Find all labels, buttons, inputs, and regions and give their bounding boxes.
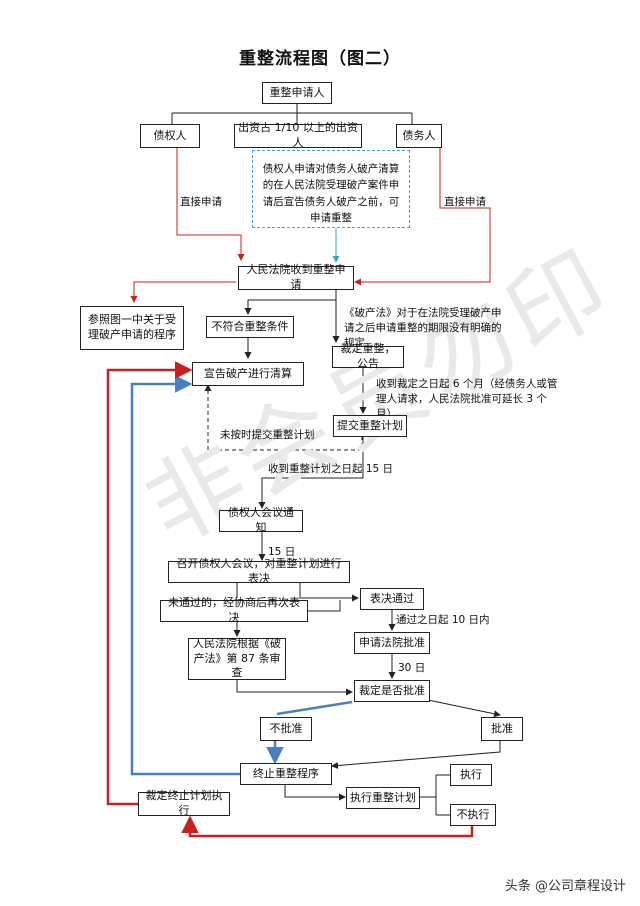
fifteen-days-label: 15 日: [268, 546, 296, 558]
node-debtor: 债务人: [396, 124, 442, 148]
node-court-review: 人民法院根据《破产法》第 87 条审查: [188, 637, 286, 680]
node-vote-passed: 表决通过: [360, 588, 424, 610]
investor-note: 债权人申请对债务人破产清算的在人民法院受理破产案件申请后宣告债务人破产之前，可申…: [252, 150, 410, 228]
ten-days-label: 通过之日起 10 日内: [396, 614, 490, 626]
direct-apply-right-label: 直接申请: [444, 196, 486, 208]
node-reject: 不批准: [260, 717, 312, 741]
node-approve: 批准: [481, 717, 523, 741]
node-creditor-notice: 债权人会议通知: [219, 506, 303, 534]
node-creditor: 债权人: [140, 124, 200, 148]
node-terminate: 终止重整程序: [240, 763, 332, 785]
node-not-qualified: 不符合重整条件: [206, 316, 294, 338]
node-convene-vote: 召开债权人会议，对重整计划进行表决: [168, 557, 350, 585]
node-ruling-approve: 裁定是否批准: [354, 680, 430, 702]
node-court-receive: 人民法院收到重整申请: [238, 263, 354, 291]
node-ruling-announce: 裁定重整，公告: [332, 342, 404, 370]
node-executed: 执行: [450, 764, 492, 786]
not-submitted-label: 未按时提交重整计划: [220, 429, 315, 441]
node-apply-approval: 申请法院批准: [354, 632, 430, 654]
node-applicant: 重整申请人: [262, 82, 332, 104]
node-execute-plan: 执行重整计划: [346, 787, 420, 809]
node-investor: 出资占 1/10 以上的出资人: [234, 121, 362, 149]
node-not-passed: 未通过的，经协商后再次表决: [160, 596, 308, 624]
node-refer: 参照图一中关于受理破产申请的程序: [80, 306, 184, 350]
page-title: 重整流程图（图二）: [239, 49, 401, 69]
node-ruling-terminate: 裁定终止计划执行: [138, 789, 230, 817]
fifteen-days-plan-label: 收到重整计划之日起 15 日: [268, 463, 394, 475]
credit-text: 头条 @公司章程设计: [504, 879, 626, 894]
node-not-executed: 不执行: [450, 804, 496, 826]
law-note: 《破产法》对于在法院受理破产申请之后申请重整的期限没有明确的规定: [344, 307, 502, 350]
direct-apply-left-label: 直接申请: [180, 196, 222, 208]
node-declare-bankruptcy: 宣告破产进行清算: [192, 362, 304, 386]
node-submit-plan: 提交重整计划: [333, 415, 407, 437]
thirty-days-label: 30 日: [398, 662, 426, 674]
